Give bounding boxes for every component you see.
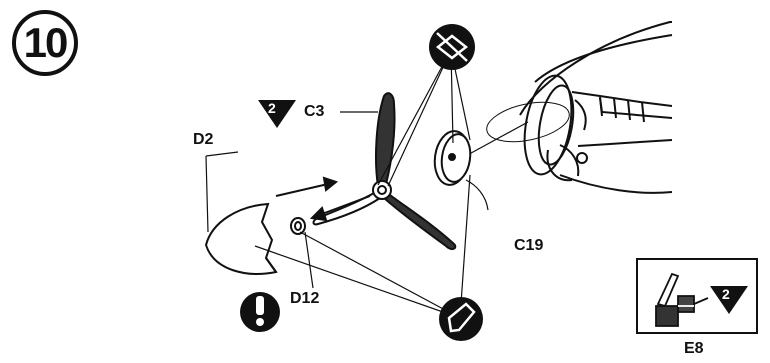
assembly-arrows — [275, 176, 371, 222]
e8-badge-icon — [710, 286, 748, 314]
inset-drawing — [655, 272, 748, 327]
no-glue-icon — [429, 24, 475, 70]
step-circle — [12, 10, 78, 76]
glue-icon — [439, 297, 483, 341]
propeller-part — [312, 92, 457, 251]
c3-badge-number: 2 — [268, 100, 276, 116]
guide-line — [461, 121, 529, 159]
step-number: 10 — [23, 19, 69, 66]
fuselage-nose — [519, 21, 673, 194]
guide-ellipse — [486, 101, 570, 143]
c3-badge-icon — [258, 100, 296, 128]
leader-lines — [205, 49, 489, 319]
label-d12: D12 — [290, 290, 320, 307]
step-number-box: 10 — [10, 8, 80, 78]
label-d2: D2 — [193, 131, 214, 148]
spinner-part — [204, 202, 278, 275]
hub-part — [290, 217, 306, 235]
inset-box: 2 — [636, 258, 758, 334]
label-e8: E8 — [684, 340, 704, 357]
label-c3: C3 — [304, 103, 325, 120]
exclamation-icon — [240, 292, 280, 332]
label-c19: C19 — [514, 237, 544, 254]
e8-badge-number: 2 — [722, 286, 730, 302]
backplate-part — [433, 130, 472, 186]
